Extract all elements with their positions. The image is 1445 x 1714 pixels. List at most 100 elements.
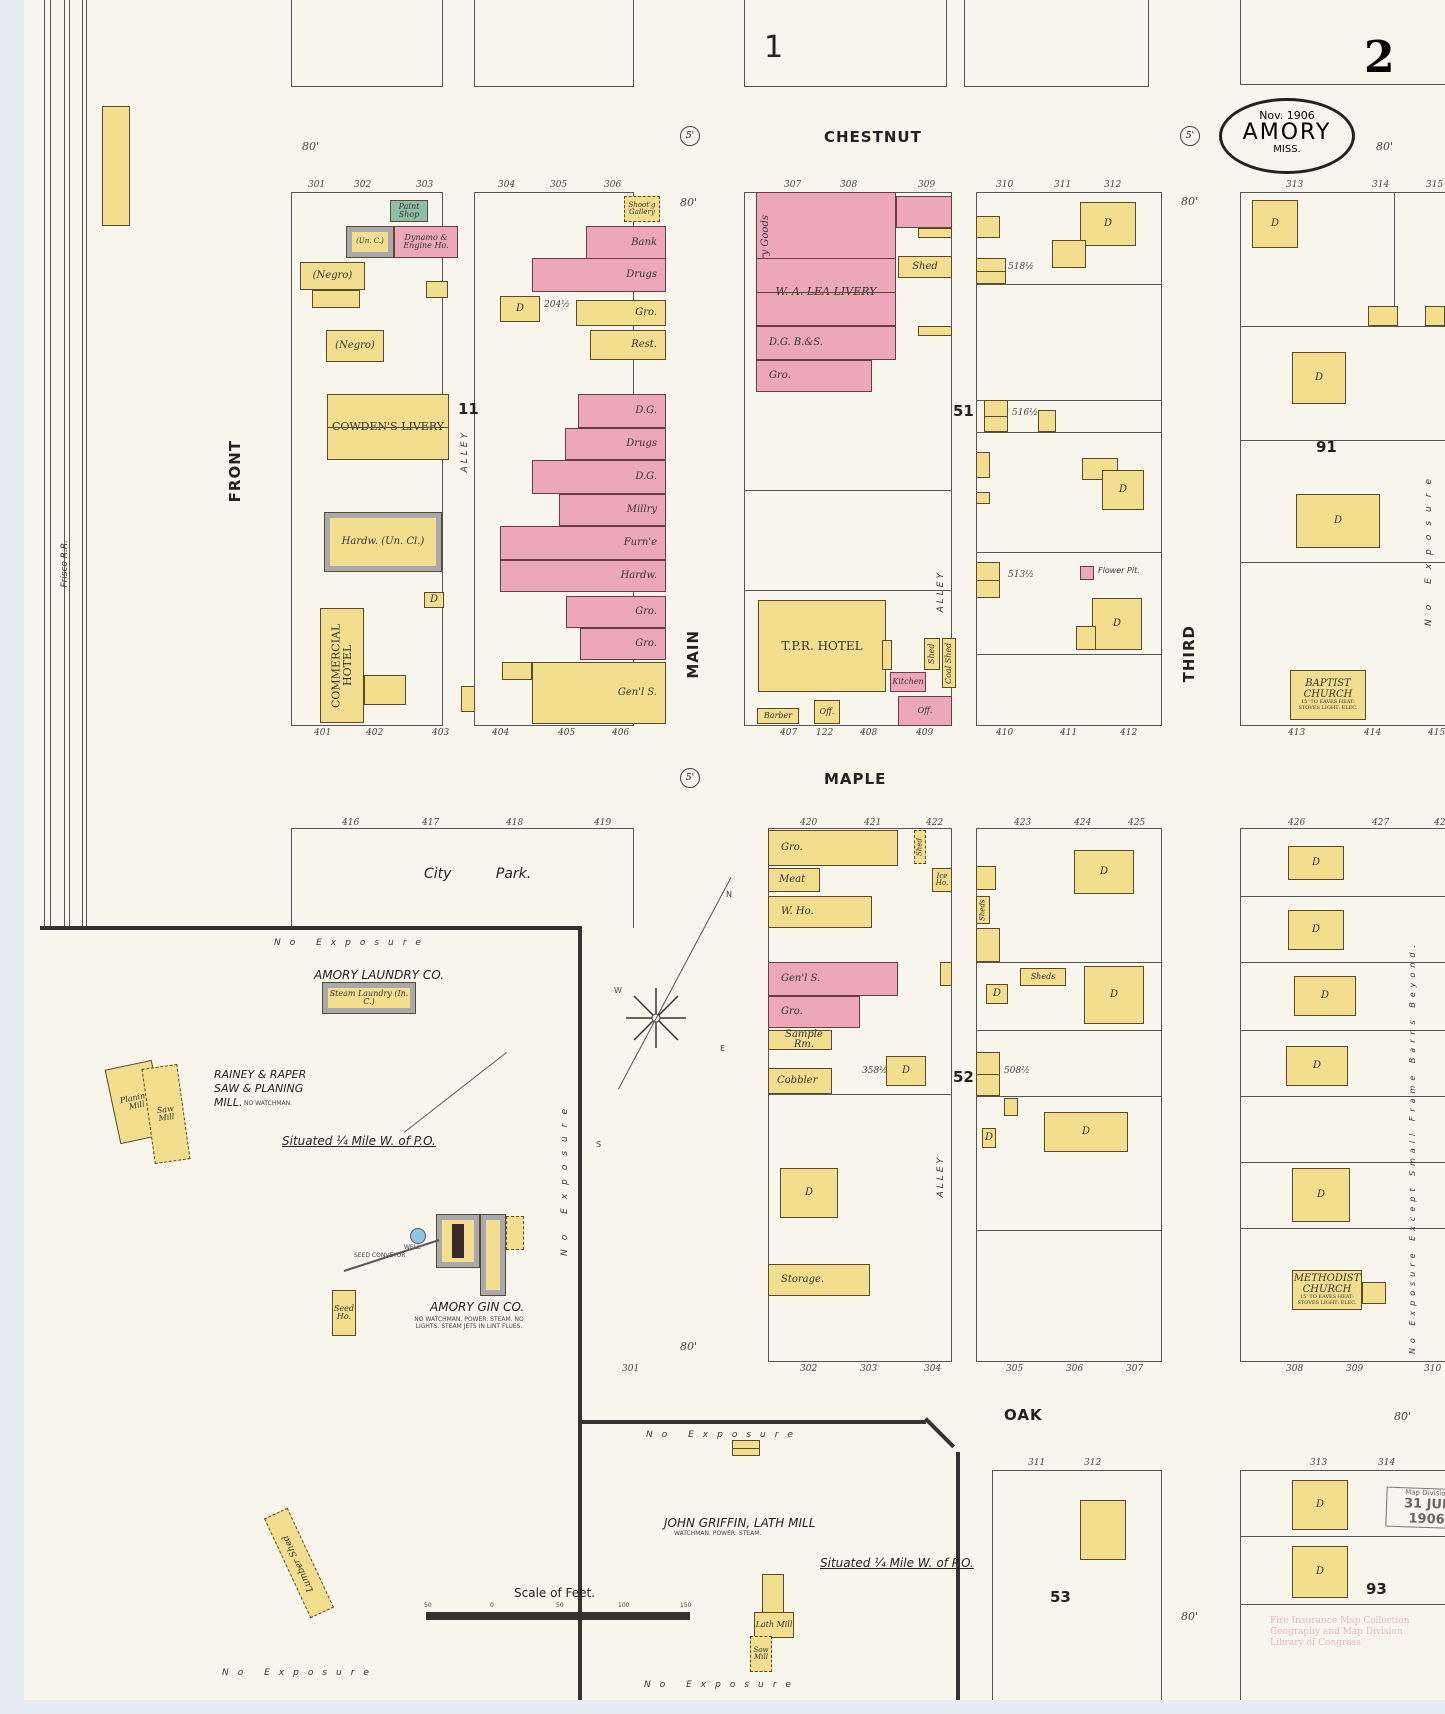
grocery-5: Gro. [768,830,898,866]
addr: 419 [594,818,612,828]
lot-line [976,1096,1162,1097]
drug-store: Drugs [532,258,666,292]
addr: 303 [416,180,434,190]
lot-line [1240,1096,1445,1097]
block-outline [291,0,443,87]
dwelling: D [1286,1046,1348,1086]
flower-pit [1080,566,1094,580]
dwelling: D [886,1056,926,1086]
addr: 312 [1084,1458,1102,1468]
width-label: 80' [1376,140,1394,153]
block-outline [744,0,947,87]
street-width-marker: 5' [680,126,700,146]
brick-addition [896,196,952,228]
baptist-church-label: BAPTIST CHURCH [1303,678,1353,700]
width-label: 80' [1394,1410,1412,1423]
rr-track-line [86,0,87,930]
compass-s: S [596,1140,602,1149]
street-third: THIRD [1180,625,1198,683]
dwelling: D [1084,966,1144,1024]
grocery: Gro. [576,300,666,326]
address-label: 518½ [1008,262,1034,272]
warehouse: W. Ho. [768,896,872,928]
sheet-number: 2 [1364,32,1395,83]
lot-line [976,400,1162,401]
block-outline [1240,0,1445,85]
addr: 309 [1346,1364,1364,1374]
outbuilding [1368,306,1398,326]
no-exposure-label: No Exposure [222,1668,378,1678]
addr: 404 [492,728,510,738]
addr: 424 [1074,818,1092,828]
lot-line [1240,1162,1445,1163]
street-chestnut: CHESTNUT [824,128,922,146]
shooting-gallery: Shoot'g Gallery [624,196,660,222]
street-width-marker: 5' [1180,126,1200,146]
methodist-church-note: 15' TO EAVES HEAT: STOVES LIGHT: ELEC. [1297,1294,1357,1306]
dwelling: D [1074,850,1134,894]
outbuilding [1004,1098,1018,1116]
well-icon [410,1228,426,1244]
addr: 416 [342,818,360,828]
sheet-border-line [578,926,582,1700]
addr: 415 [1428,728,1445,738]
watermark-line: Fire Insurance Map Collection [1270,1616,1410,1626]
commercial-hotel: COMMERCIAL HOTEL [320,608,364,723]
addr: 401 [314,728,332,738]
lea-livery: W. A. LEA LIVERY [756,258,896,326]
methodist-church: METHODIST CHURCH 15' TO EAVES HEAT: STOV… [1292,1270,1362,1310]
gin-outbuilding [506,1216,524,1250]
addr: 422 [926,818,944,828]
addr: 309 [918,180,936,190]
sanborn-map-sheet: Frisco R.R. 1 2 Nov. 1906 AMORY MISS. CH… [24,0,1445,1700]
addr: 307 [1126,1364,1144,1374]
lot-line [1240,962,1445,963]
no-exposure-except-label: No Exposure Except Small Frame Barns Bey… [1408,940,1417,1355]
hardware-store: Hardw. (Un. Cl.) [324,512,442,572]
cobbler: Cobbler [768,1068,832,1094]
lath-mill-title: JOHN GRIFFIN, LATH MILL [664,1516,816,1530]
methodist-church-label: METHODIST CHURCH [1293,1273,1361,1295]
saw-mill: Saw Mill [141,1063,191,1165]
block-91 [1240,192,1445,726]
stable [984,400,1008,432]
negro-dwelling-2: (Negro) [326,330,384,362]
outbuilding [976,928,1000,962]
no-exposure-label: No Exposure [646,1430,802,1440]
north-arrow-line [403,1052,507,1133]
addr: 417 [422,818,440,828]
sheet-border-line [924,1417,956,1449]
lumber-shed: Lumber Shed [263,1507,335,1619]
shed: Shed [914,830,926,864]
cowdens-livery: COWDEN'S LIVERY [327,394,449,460]
lot-line [976,552,1162,553]
lot-line [1240,1536,1445,1537]
street-oak: OAK [1004,1406,1043,1424]
block-outline [964,0,1149,87]
city-park-label: City Park. [424,866,532,882]
dry-goods: D.G. [578,394,666,428]
millinery: Millry [559,494,666,526]
stable [976,1052,1000,1096]
addr: 311 [1028,1458,1046,1468]
addr: 304 [924,1364,942,1374]
grocery-3: Gro. [580,628,666,660]
addr: 313 [1286,180,1304,190]
compass-w: W [614,986,622,995]
dwelling: D [1102,470,1144,510]
addr: 407 [780,728,798,738]
lot-line [768,1094,952,1095]
dwelling: D [1294,976,1356,1016]
dry-goods-2: D.G. [532,460,666,494]
hotel-wing [364,675,406,705]
block-52 [768,828,952,1362]
outbuilding [976,452,990,478]
privy [461,686,475,712]
dwelling: D [1292,1480,1348,1530]
addr: 122 [816,728,834,738]
saw-mill-2: Saw Mill [750,1636,772,1672]
title-cartouche: Nov. 1906 AMORY MISS. [1219,98,1355,174]
dwelling: D [424,592,444,608]
scale-tick: 50 [424,1602,432,1609]
rr-building [102,106,130,226]
